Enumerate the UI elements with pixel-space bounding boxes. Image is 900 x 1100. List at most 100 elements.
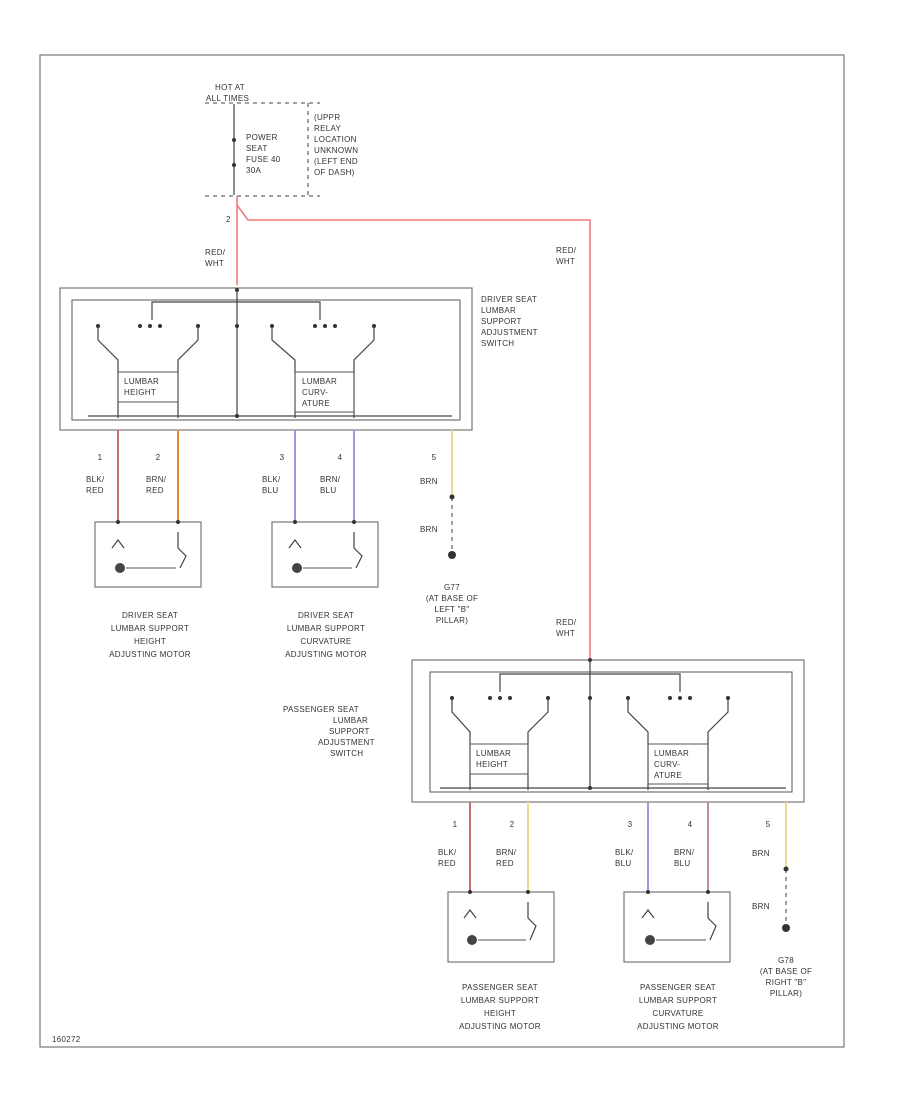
driver-curv-motor-label-2: LUMBAR SUPPORT	[287, 624, 365, 633]
passenger-wire4-color-1: BRN/	[674, 848, 695, 857]
driver-ground-label-1: G77	[444, 583, 460, 592]
passenger-wire2-color-2: RED	[496, 859, 514, 868]
driver-wire1-color-2: RED	[86, 486, 104, 495]
driver-height-motor-terminal-a	[116, 520, 120, 524]
passenger-curv-motor-label-2: LUMBAR SUPPORT	[639, 996, 717, 1005]
relay-label-line-5: (LEFT END	[314, 157, 358, 166]
driver-curv-motor-label-1: DRIVER SEAT	[298, 611, 354, 620]
driver-wire1-color-1: BLK/	[86, 475, 105, 484]
driver-switch-top-bus	[151, 301, 321, 320]
driver-pin-5: 5	[432, 453, 437, 462]
driver-arm-terminal-4	[372, 324, 376, 328]
passenger-height-label-1: LUMBAR	[476, 749, 511, 758]
passenger-switch-top-bus	[499, 673, 681, 692]
passenger-arm-terminal-4	[726, 696, 730, 700]
fuse-label-line-3: FUSE 40	[246, 155, 281, 164]
fuse-block: HOT AT ALL TIMES POWER SEAT FUSE 40 30A …	[205, 83, 358, 224]
driver-contact-3	[158, 324, 162, 328]
fuse-label-line-1: POWER	[246, 133, 278, 142]
driver-switch-label-5: SWITCH	[481, 339, 514, 348]
passenger-height-motor-label-2: LUMBAR SUPPORT	[461, 996, 539, 1005]
driver-curv-motor-label-4: ADJUSTING MOTOR	[285, 650, 367, 659]
driver-pin-3: 3	[280, 453, 285, 462]
passenger-pin-5: 5	[766, 820, 771, 829]
driver-switch-outer-box	[59, 287, 473, 431]
passenger-output-wires: 1 2 3 4 5 BLK/ RED BRN/ RED BLK/ BLU BRN…	[438, 802, 812, 998]
driver-switch-inner-box	[71, 299, 461, 421]
driver-arm-terminal-2	[196, 324, 200, 328]
passenger-height-motor-box	[447, 891, 555, 963]
passenger-contact-2	[498, 696, 502, 700]
diagram-frame	[39, 54, 845, 1048]
hot-at-label: HOT AT	[215, 83, 245, 92]
passenger-contact-5	[678, 696, 682, 700]
passenger-pin-2: 2	[510, 820, 515, 829]
fuse-label-line-2: SEAT	[246, 144, 268, 153]
driver-height-motor-label-2: LUMBAR SUPPORT	[111, 624, 189, 633]
passenger-switch-inner-box	[429, 671, 793, 793]
passenger-curv-motor-box	[623, 891, 731, 963]
driver-pin-1: 1	[98, 453, 103, 462]
driver-height-motor-label-1: DRIVER SEAT	[122, 611, 178, 620]
relay-label-line-6: OF DASH)	[314, 168, 355, 177]
passenger-height-motor-terminal-a	[468, 890, 472, 894]
driver-height-motor-symbol-b	[177, 532, 187, 569]
driver-curv-motor-symbol-a	[288, 539, 302, 549]
passenger-wire1-color-2: RED	[438, 859, 456, 868]
passenger-wire2-color-1: BRN/	[496, 848, 517, 857]
passenger-height-motor-symbol-b	[527, 902, 537, 941]
driver-contact-1	[138, 324, 142, 328]
supply-wire: RED/ WHT RED/ WHT RED/ WHT	[205, 196, 591, 658]
driver-wire3-color-1: BLK/	[262, 475, 281, 484]
passenger-pin-1: 1	[453, 820, 458, 829]
passenger-curvature-section	[647, 743, 709, 785]
passenger-ground-wire-color-bottom: BRN	[752, 902, 770, 911]
driver-height-motor-terminal-b	[176, 520, 180, 524]
driver-curv-motor-box	[271, 521, 379, 588]
diagram-code: 160272	[52, 1035, 81, 1044]
passenger-arm-terminal-3	[626, 696, 630, 700]
driver-contact-2	[148, 324, 152, 328]
driver-wire2-color-1: BRN/	[146, 475, 167, 484]
driver-curv-motor-label-3: CURVATURE	[300, 637, 351, 646]
fuse-terminal-bottom	[232, 163, 236, 167]
passenger-curv-label-3: ATURE	[654, 771, 682, 780]
passenger-pin-3: 3	[628, 820, 633, 829]
driver-height-motor: DRIVER SEAT LUMBAR SUPPORT HEIGHT ADJUST…	[94, 520, 202, 659]
driver-wire4-color-2: BLU	[320, 486, 336, 495]
driver-curv-switch-arm-b	[353, 326, 375, 418]
all-times-label: ALL TIMES	[206, 94, 249, 103]
driver-switch-label-2: LUMBAR	[481, 306, 516, 315]
passenger-curv-motor-rotor	[645, 935, 655, 945]
passenger-bus-junction	[588, 696, 592, 700]
passenger-wire4-color-2: BLU	[674, 859, 690, 868]
driver-curv-switch-arm-a	[271, 326, 296, 418]
driver-curv-motor-terminal-b	[352, 520, 356, 524]
supply-right-color-1: RED/	[556, 246, 577, 255]
fuse-label-line-4: 30A	[246, 166, 261, 175]
passenger-ground-label-1: G78	[778, 956, 794, 965]
driver-wire4-color-1: BRN/	[320, 475, 341, 484]
passenger-ground-label-4: PILLAR)	[770, 989, 802, 998]
passenger-height-motor-rotor	[467, 935, 477, 945]
supply-left-color-2: WHT	[205, 259, 224, 268]
driver-height-motor-label-3: HEIGHT	[134, 637, 166, 646]
driver-switch-label-1: DRIVER SEAT	[481, 295, 537, 304]
passenger-height-motor-terminal-b	[526, 890, 530, 894]
driver-curvature-section	[294, 371, 355, 413]
passenger-ground-label-2: (AT BASE OF	[760, 967, 812, 976]
passenger-height-motor-symbol-a	[463, 909, 477, 919]
passenger-curv-motor-label-1: PASSENGER SEAT	[640, 983, 716, 992]
passenger-wire3-color-2: BLU	[615, 859, 631, 868]
passenger-contact-3	[508, 696, 512, 700]
driver-curv-label-2: CURV-	[302, 388, 328, 397]
fuse-pin-label: 2	[226, 215, 231, 224]
driver-curv-motor-symbol-b	[353, 532, 363, 569]
supply-wire-red-white	[236, 196, 591, 658]
driver-ground-junction	[235, 414, 239, 418]
supply-right-color-2: WHT	[556, 257, 575, 266]
driver-curv-label-1: LUMBAR	[302, 377, 337, 386]
passenger-pin-4: 4	[688, 820, 693, 829]
passenger-arm-terminal-2	[546, 696, 550, 700]
passenger-arm-terminal-1	[450, 696, 454, 700]
